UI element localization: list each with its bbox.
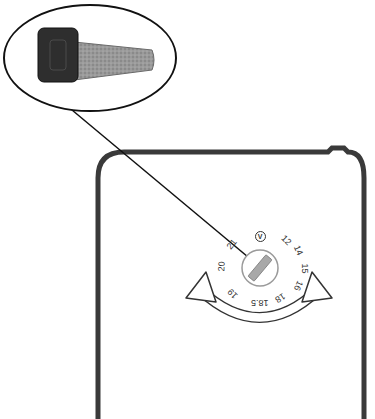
device-panel	[98, 148, 364, 419]
voltage-number: 20	[217, 262, 226, 272]
callout-oval	[4, 5, 176, 111]
tool-handle	[38, 28, 78, 82]
rotation-arrowhead	[302, 272, 332, 302]
rotation-arrowhead	[186, 272, 216, 302]
tool-blade	[74, 42, 154, 80]
rotation-arrow-fill	[200, 290, 318, 318]
dial-slot	[248, 255, 272, 282]
voltage-number: 18.5	[251, 298, 269, 307]
unit-symbol: V	[255, 231, 266, 242]
tool-grip	[50, 40, 66, 70]
dial-knob	[242, 250, 278, 286]
leader-line	[72, 110, 254, 262]
rotation-arrow	[200, 290, 318, 318]
voltage-number: 15	[299, 263, 308, 273]
